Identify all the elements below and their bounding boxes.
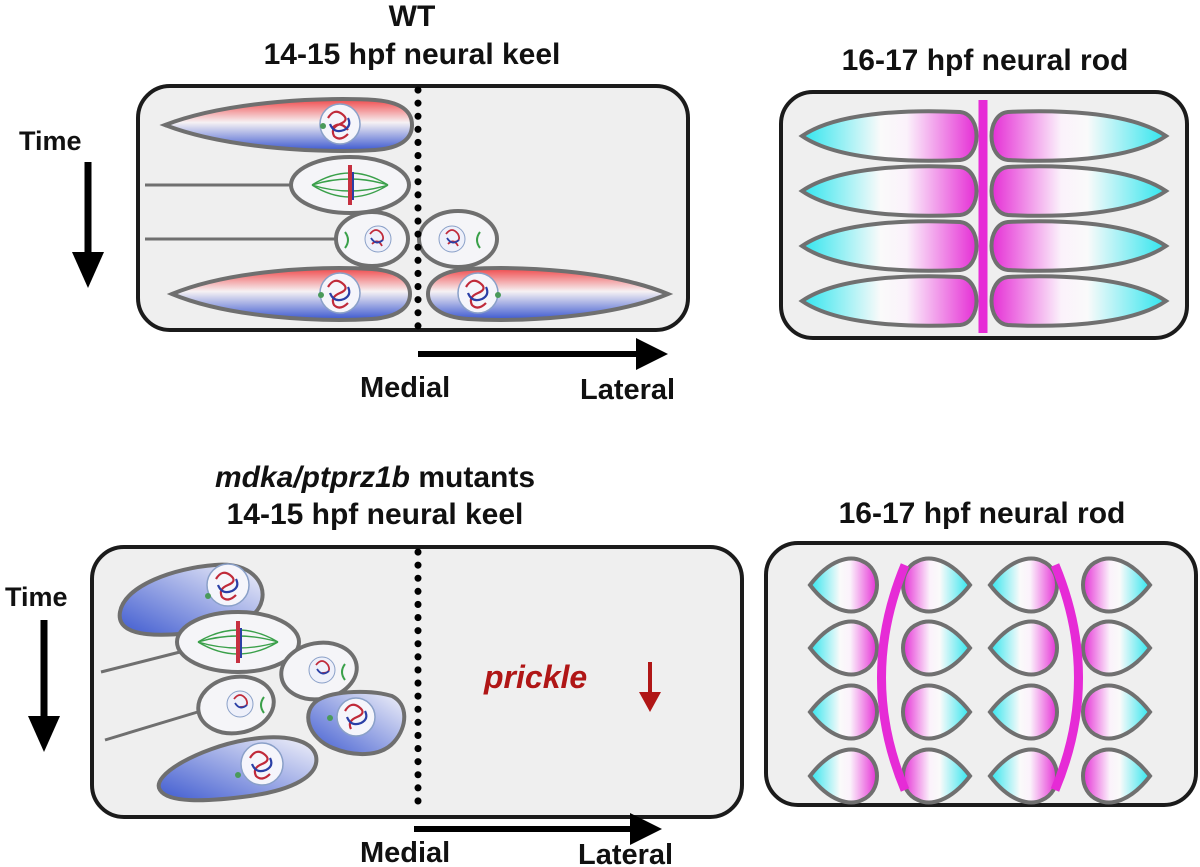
wt-rod-title: 16-17 hpf neural rod — [842, 44, 1129, 77]
mutant-rod-cell — [987, 619, 1059, 677]
mutant-time-arrow — [28, 620, 60, 752]
mutant-rod-cell — [901, 556, 973, 614]
wt-rod-cell-left — [798, 274, 979, 328]
mutant-title-rest: mutants — [410, 461, 535, 494]
wt-cell-interphase — [159, 97, 415, 153]
mutant-rod-cells — [807, 556, 1153, 805]
wt-rod-cells — [798, 109, 1170, 328]
mutant-rod-cell — [807, 747, 879, 805]
mutant-rod-left-lumen — [877, 563, 910, 792]
wt-daughter-cells — [145, 209, 499, 269]
mutant-panel: mdka/ptprz1b mutants 14-15 hpf neural ke… — [5, 461, 744, 867]
mutant-rod-cell — [987, 683, 1059, 741]
wt-cell-mitotic — [145, 155, 411, 215]
mutant-keel-title: 14-15 hpf neural keel — [227, 498, 524, 531]
mutant-title: mdka/ptprz1b mutants — [215, 461, 535, 494]
wt-lateral-arrow — [418, 338, 668, 370]
mutant-rod-cell — [901, 619, 973, 677]
wt-time-label: Time — [19, 126, 82, 156]
mutant-gene-names: mdka/ptprz1b — [215, 461, 410, 494]
wt-rod-cell-right — [989, 274, 1170, 328]
mutant-rod-cell — [901, 683, 973, 741]
mutant-rod-cell — [1081, 747, 1153, 805]
mutant-rod-box — [764, 541, 1198, 807]
mutant-medial-label: Medial — [360, 837, 450, 867]
mutant-rod-cell — [1081, 556, 1153, 614]
prickle-down-arrow — [639, 662, 661, 712]
mutant-rod-cell — [807, 619, 879, 677]
wt-time-arrow — [72, 162, 104, 288]
mutant-rod-cell — [1081, 683, 1153, 741]
wt-rod-cell-right — [989, 219, 1170, 273]
wt-rod-cell-left — [798, 109, 979, 163]
wt-lateral-label: Lateral — [580, 374, 675, 406]
mutant-rod-cell — [987, 556, 1059, 614]
mutant-lateral-label: Lateral — [578, 839, 673, 867]
mutant-rod-panel: 16-17 hpf neural rod — [764, 497, 1198, 807]
wt-rod-cell-left — [798, 164, 979, 218]
mutant-rod-cell — [807, 556, 879, 614]
mutant-cell-3 — [156, 735, 319, 803]
mutant-rod-cell — [1081, 619, 1153, 677]
mutant-time-label: Time — [5, 582, 68, 612]
wt-rod-cell-right — [989, 164, 1170, 218]
mutant-rod-title: 16-17 hpf neural rod — [839, 497, 1126, 530]
mutant-cell-mitotic — [100, 610, 301, 674]
wt-rod-cell-left — [798, 219, 979, 273]
wt-rod-panel: 16-17 hpf neural rod — [779, 44, 1189, 340]
mutant-rod-cell — [807, 683, 879, 741]
wt-cells-crossed — [166, 266, 674, 322]
mutant-lateral-arrow — [414, 813, 662, 845]
wt-medial-label: Medial — [360, 372, 450, 404]
mutant-cell-2 — [306, 689, 407, 757]
prickle-label: prickle — [483, 659, 587, 695]
wt-title: WT — [389, 0, 436, 33]
wt-panel: WT 14-15 hpf neural keel Time — [19, 0, 690, 406]
mutant-rod-right-lumen — [1050, 563, 1083, 792]
wt-rod-cell-right — [989, 109, 1170, 163]
wt-keel-title: 14-15 hpf neural keel — [264, 38, 561, 71]
